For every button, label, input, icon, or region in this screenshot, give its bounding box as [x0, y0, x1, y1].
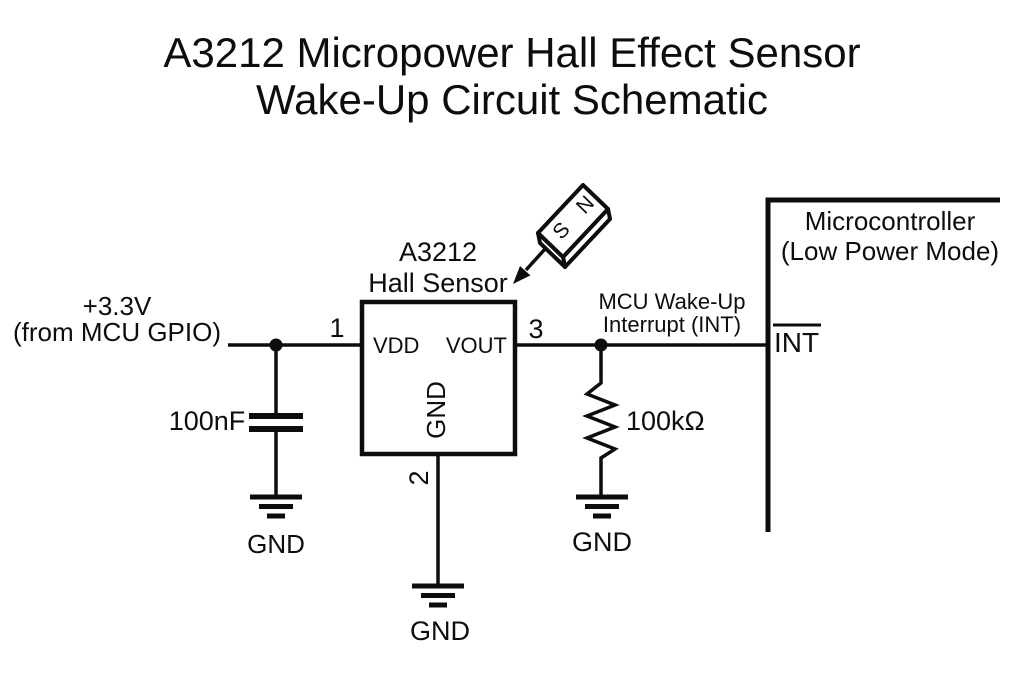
- capacitor-value-label: 100nF: [169, 406, 246, 436]
- title-line-1: A3212 Micropower Hall Effect Sensor: [163, 29, 860, 76]
- resistor-value-label: 100kΩ: [626, 406, 705, 436]
- resistor-symbol: [582, 345, 620, 497]
- microcontroller-label-line-1: Microcontroller: [805, 206, 976, 236]
- ground-symbol-sensor: [412, 586, 464, 605]
- magnet-top-face: [536, 183, 610, 259]
- pin-3-number: 3: [528, 314, 543, 344]
- ground-label-resistor: GND: [572, 527, 632, 557]
- supply-label-line-1: +3.3V: [83, 291, 152, 321]
- pin-1-number: 1: [329, 313, 344, 343]
- hall-sensor-name-line-2: Hall Sensor: [368, 268, 508, 298]
- magnet-arrow-shaft: [524, 247, 547, 272]
- hall-sensor-name-line-1: A3212: [399, 237, 477, 267]
- int-pin-label: INT: [774, 327, 819, 358]
- microcontroller-label-line-2: (Low Power Mode): [781, 236, 999, 266]
- ground-label-capacitor: GND: [247, 529, 305, 559]
- hall-sensor-box: [359, 299, 518, 457]
- microcontroller-outline: [765, 197, 1000, 532]
- ground-label-sensor: GND: [410, 616, 470, 646]
- interrupt-label-line-2: Interrupt (INT): [603, 312, 741, 337]
- interrupt-label-line-1: MCU Wake-Up: [598, 289, 745, 314]
- vdd-pin-label: VDD: [373, 333, 419, 358]
- ground-symbol-capacitor: [250, 497, 302, 516]
- gnd-pin-label: GND: [421, 381, 451, 439]
- pin-2-number: 2: [404, 470, 434, 485]
- magnet-arrow-head: [513, 266, 531, 284]
- ground-symbol-resistor: [576, 497, 628, 516]
- vout-pin-label: VOUT: [446, 333, 507, 358]
- title-line-2: Wake-Up Circuit Schematic: [256, 76, 768, 123]
- supply-label-line-2: (from MCU GPIO): [13, 317, 221, 347]
- magnet-icon: N S: [513, 183, 612, 284]
